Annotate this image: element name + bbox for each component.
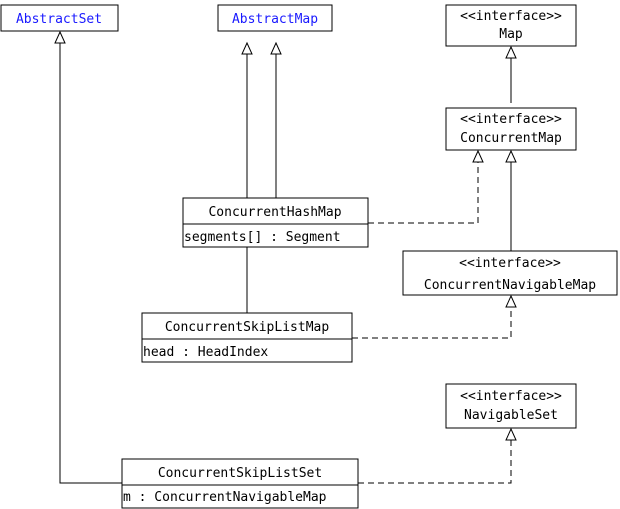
- class-field: m : ConcurrentNavigableMap: [123, 490, 327, 505]
- arrowhead-concurrentmap-dashed: [472, 149, 484, 163]
- implements-line-concurrentskiplistmap-concurrentnavigablemap: [352, 307, 512, 339]
- class-name: ConcurrentNavigableMap: [424, 278, 596, 293]
- class-name: NavigableSet: [464, 408, 558, 423]
- class-concurrentnavigablemap: <<interface>> ConcurrentNavigableMap: [402, 250, 618, 296]
- class-name: AbstractSet: [16, 12, 102, 27]
- class-name: ConcurrentMap: [460, 131, 562, 146]
- arrowhead-concurrentnavigablemap: [505, 294, 517, 308]
- class-abstractmap: AbstractMap: [217, 4, 333, 32]
- class-navigableset: <<interface>> NavigableSet: [445, 383, 577, 429]
- arrowhead-abstractmap-right: [270, 41, 282, 55]
- class-name: Map: [499, 27, 523, 42]
- class-abstractset: AbstractSet: [0, 4, 119, 32]
- implements-line-concurrenthashmap-concurrentmap: [368, 162, 479, 224]
- class-concurrenthashmap: ConcurrentHashMap segments[] : Segment: [182, 197, 369, 248]
- class-name: ConcurrentSkipListSet: [158, 466, 322, 481]
- class-name: ConcurrentSkipListMap: [165, 320, 330, 335]
- class-name: ConcurrentHashMap: [208, 205, 341, 220]
- stereotype: <<interface>>: [460, 9, 562, 24]
- extends-line-concurrentskiplistset-abstractset: [59, 43, 122, 484]
- arrowhead-concurrentmap-solid: [505, 149, 517, 163]
- class-name: AbstractMap: [232, 12, 318, 27]
- class-field: segments[] : Segment: [184, 230, 341, 245]
- class-boxes: AbstractSet AbstractMap <<interface>> Ma…: [0, 4, 618, 509]
- arrowhead-navigableset: [505, 427, 517, 441]
- class-map: <<interface>> Map: [445, 4, 577, 47]
- stereotype: <<interface>>: [459, 256, 561, 271]
- class-concurrentskiplistmap: ConcurrentSkipListMap head : HeadIndex: [141, 312, 353, 363]
- class-concurrentmap: <<interface>> ConcurrentMap: [445, 107, 577, 151]
- implements-line-concurrentskiplistset-navigableset: [358, 440, 512, 484]
- class-concurrentskiplistset: ConcurrentSkipListSet m : ConcurrentNavi…: [121, 458, 359, 509]
- class-field: head : HeadIndex: [143, 345, 268, 360]
- arrowhead-map: [505, 45, 517, 59]
- relations: [59, 43, 512, 484]
- stereotype: <<interface>>: [460, 389, 562, 404]
- arrowhead-abstractset: [54, 30, 66, 44]
- arrowheads: [54, 30, 517, 441]
- stereotype: <<interface>>: [460, 112, 562, 127]
- arrowhead-abstractmap-left: [241, 41, 253, 55]
